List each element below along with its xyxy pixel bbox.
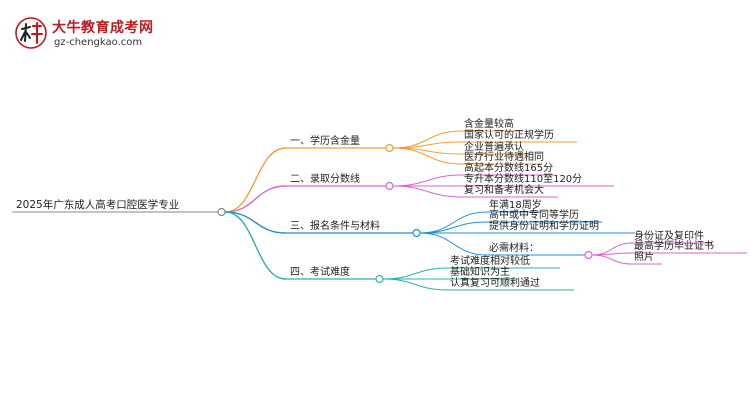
- logo-title: 大牛教育成考网: [52, 20, 154, 36]
- logo-mark-icon: [15, 17, 47, 49]
- branch-3-child-1: 年满18周岁: [489, 200, 542, 211]
- branch-1-toggle[interactable]: [385, 143, 394, 153]
- branch-3-child-4-connector: [419, 232, 488, 256]
- branch-4-label: 四、考试难度: [290, 267, 350, 278]
- branch-3-child-2: 高中或中专同等学历: [489, 210, 579, 221]
- branch-2-connector: [224, 185, 287, 213]
- branch-2-child-3: 复习和备考机会大: [464, 185, 544, 196]
- branch-1-label: 一、学历含金量: [290, 136, 360, 147]
- branch-2-label: 二、录取分数线: [290, 174, 360, 185]
- root-node: 2025年广东成人高考口腔医学专业: [16, 199, 180, 211]
- branch-3-child-2-connector: [419, 221, 488, 234]
- branch-4-child-2: 基础知识为主: [450, 267, 510, 278]
- branch-1-child-1: 含金量较高: [464, 119, 514, 130]
- branch-4-child-1: 考试难度相对较低: [450, 256, 530, 267]
- branch-3-child-3: 提供身份证明和学历证明: [489, 221, 599, 232]
- branch-1-child-4: 医疗行业待遇相同: [464, 152, 544, 163]
- branch-1-child-4-connector: [392, 147, 463, 165]
- branch-3-child-4: 必需材料：: [489, 243, 539, 254]
- branch-3-label: 三、报名条件与材料: [290, 221, 380, 232]
- sub-item-3: 照片: [634, 252, 654, 263]
- sub-item-2-connector: [591, 252, 633, 256]
- logo-url: gz-chengkao.com: [54, 37, 143, 48]
- branch-2-child-2: 专升本分数线110至120分: [464, 174, 583, 185]
- sub-item-2: 最高学历毕业证书: [634, 241, 714, 252]
- branch-4-toggle[interactable]: [375, 274, 384, 284]
- branch-4-child-3-connector: [382, 278, 449, 291]
- branch-2-child-1-connector: [392, 174, 463, 187]
- branch-1-child-2: 国家认可的正规学历: [464, 130, 554, 141]
- branch-2-toggle[interactable]: [385, 181, 394, 191]
- branch-4-connector: [224, 211, 287, 280]
- branch-3-child-4-toggle[interactable]: [584, 250, 593, 260]
- branch-3-toggle[interactable]: [412, 228, 421, 238]
- branch-4-child-1-connector: [382, 267, 449, 280]
- root-node-toggle[interactable]: [217, 207, 226, 217]
- branch-3-connector: [224, 211, 287, 234]
- logo[interactable]: 大牛教育成考网 gz-chengkao.com: [14, 16, 164, 52]
- branch-2-child-3-connector: [392, 185, 463, 198]
- sub-item-1: 身份证及复印件: [634, 231, 704, 242]
- branch-4-child-3: 认真复习可顺利通过: [450, 278, 540, 289]
- branch-2-child-1: 高起本分数线165分: [464, 163, 554, 174]
- branch-1-child-3: 企业普遍承认: [464, 142, 524, 153]
- branch-1-connector: [224, 147, 287, 213]
- sub-item-3-connector: [591, 254, 633, 265]
